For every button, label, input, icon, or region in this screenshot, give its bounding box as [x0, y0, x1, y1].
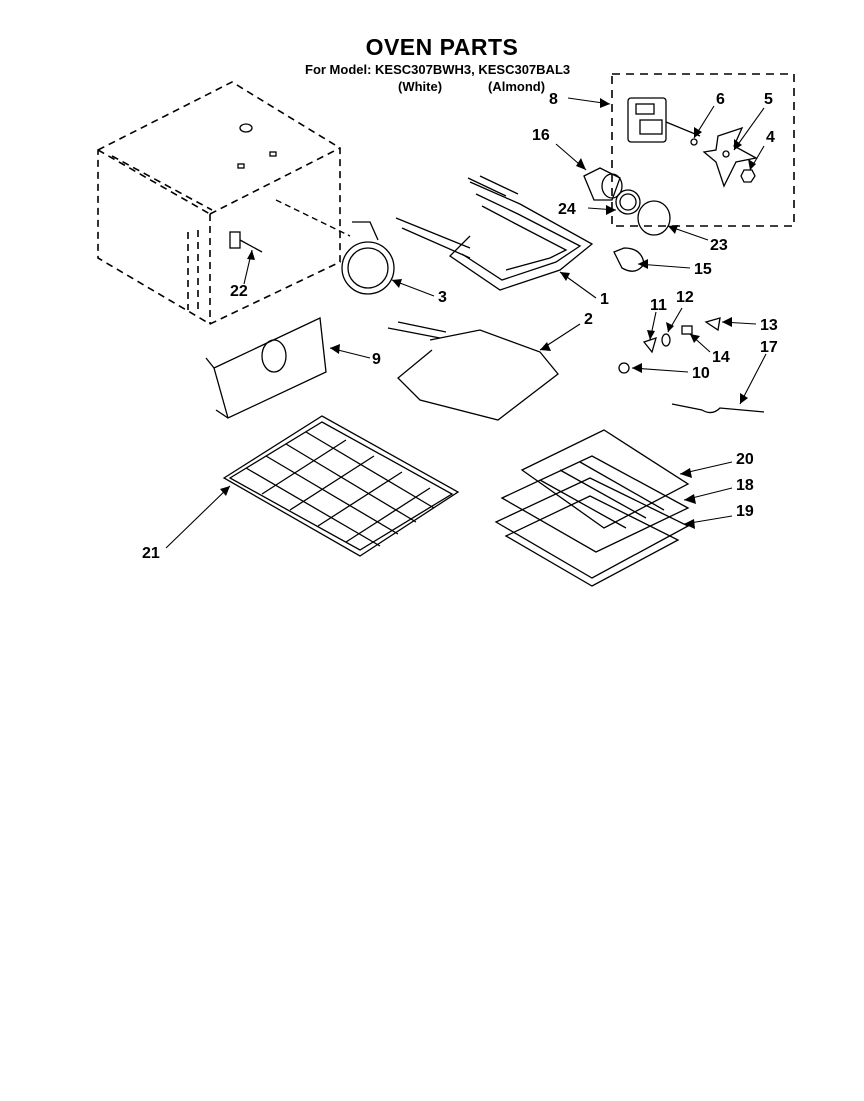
bake-element [395, 175, 594, 291]
fan-washer [690, 138, 698, 146]
fan-shroud [341, 221, 395, 295]
callout-19: 19 [736, 503, 754, 520]
callout-18: 18 [736, 477, 754, 494]
oven-cavity [97, 81, 341, 325]
cavity-slot [269, 151, 277, 157]
leader-arrowheads [220, 98, 756, 529]
callout-6: 6 [716, 91, 725, 108]
callout-20: 20 [736, 451, 754, 468]
fan-blade [702, 126, 758, 188]
leader-lines [165, 97, 767, 549]
broil-element [387, 321, 559, 421]
callout-11: 11 [650, 297, 667, 314]
spacer-14 [681, 325, 693, 335]
broiler-pan [494, 477, 690, 587]
callout-4: 4 [766, 129, 775, 146]
callout-labels: 8 6 5 4 16 24 23 15 1 3 22 2 9 11 12 13 … [142, 91, 778, 562]
light-socket [583, 167, 623, 201]
callout-10: 10 [692, 365, 710, 382]
callout-1: 1 [600, 291, 609, 308]
callout-24: 24 [558, 201, 576, 218]
convection-assembly-box [611, 73, 795, 227]
callout-13: 13 [760, 317, 778, 334]
page-title: OVEN PARTS [365, 34, 519, 60]
cavity-hole [239, 123, 253, 133]
light-bulb [613, 247, 645, 272]
temperature-sensor [671, 403, 765, 414]
callout-12: 12 [676, 289, 694, 306]
callout-14: 14 [712, 349, 730, 366]
callout-2: 2 [584, 311, 593, 328]
light-lens [637, 200, 671, 236]
callout-17: 17 [760, 339, 778, 356]
clip-11 [642, 336, 657, 354]
model-numbers: For Model: KESC307BWH3, KESC307BAL3 [305, 62, 571, 77]
bracket-13 [704, 317, 721, 332]
oven-rack [222, 415, 460, 557]
callout-5: 5 [764, 91, 773, 108]
callout-15: 15 [694, 261, 712, 278]
convection-motor [627, 97, 701, 143]
callout-21: 21 [142, 545, 160, 562]
broiler-cover [520, 429, 690, 529]
cavity-slot [237, 163, 245, 169]
callout-16: 16 [532, 127, 550, 144]
callout-9: 9 [372, 351, 381, 368]
rear-panel [205, 317, 327, 419]
fan-nut [740, 169, 756, 183]
broiler-grid [500, 455, 690, 553]
leader-dashed [275, 199, 351, 237]
callout-23: 23 [710, 237, 728, 254]
lens-gasket-inner [619, 193, 637, 211]
callout-8: 8 [549, 91, 558, 108]
callout-22: 22 [230, 283, 248, 300]
nut-10 [618, 362, 630, 374]
element-bracket [229, 231, 263, 253]
color-white-label: (White) [398, 79, 443, 94]
callout-3: 3 [438, 289, 447, 306]
color-almond-label: (Almond) [488, 79, 546, 94]
lens-gasket [615, 189, 641, 215]
washer-12 [661, 333, 671, 347]
